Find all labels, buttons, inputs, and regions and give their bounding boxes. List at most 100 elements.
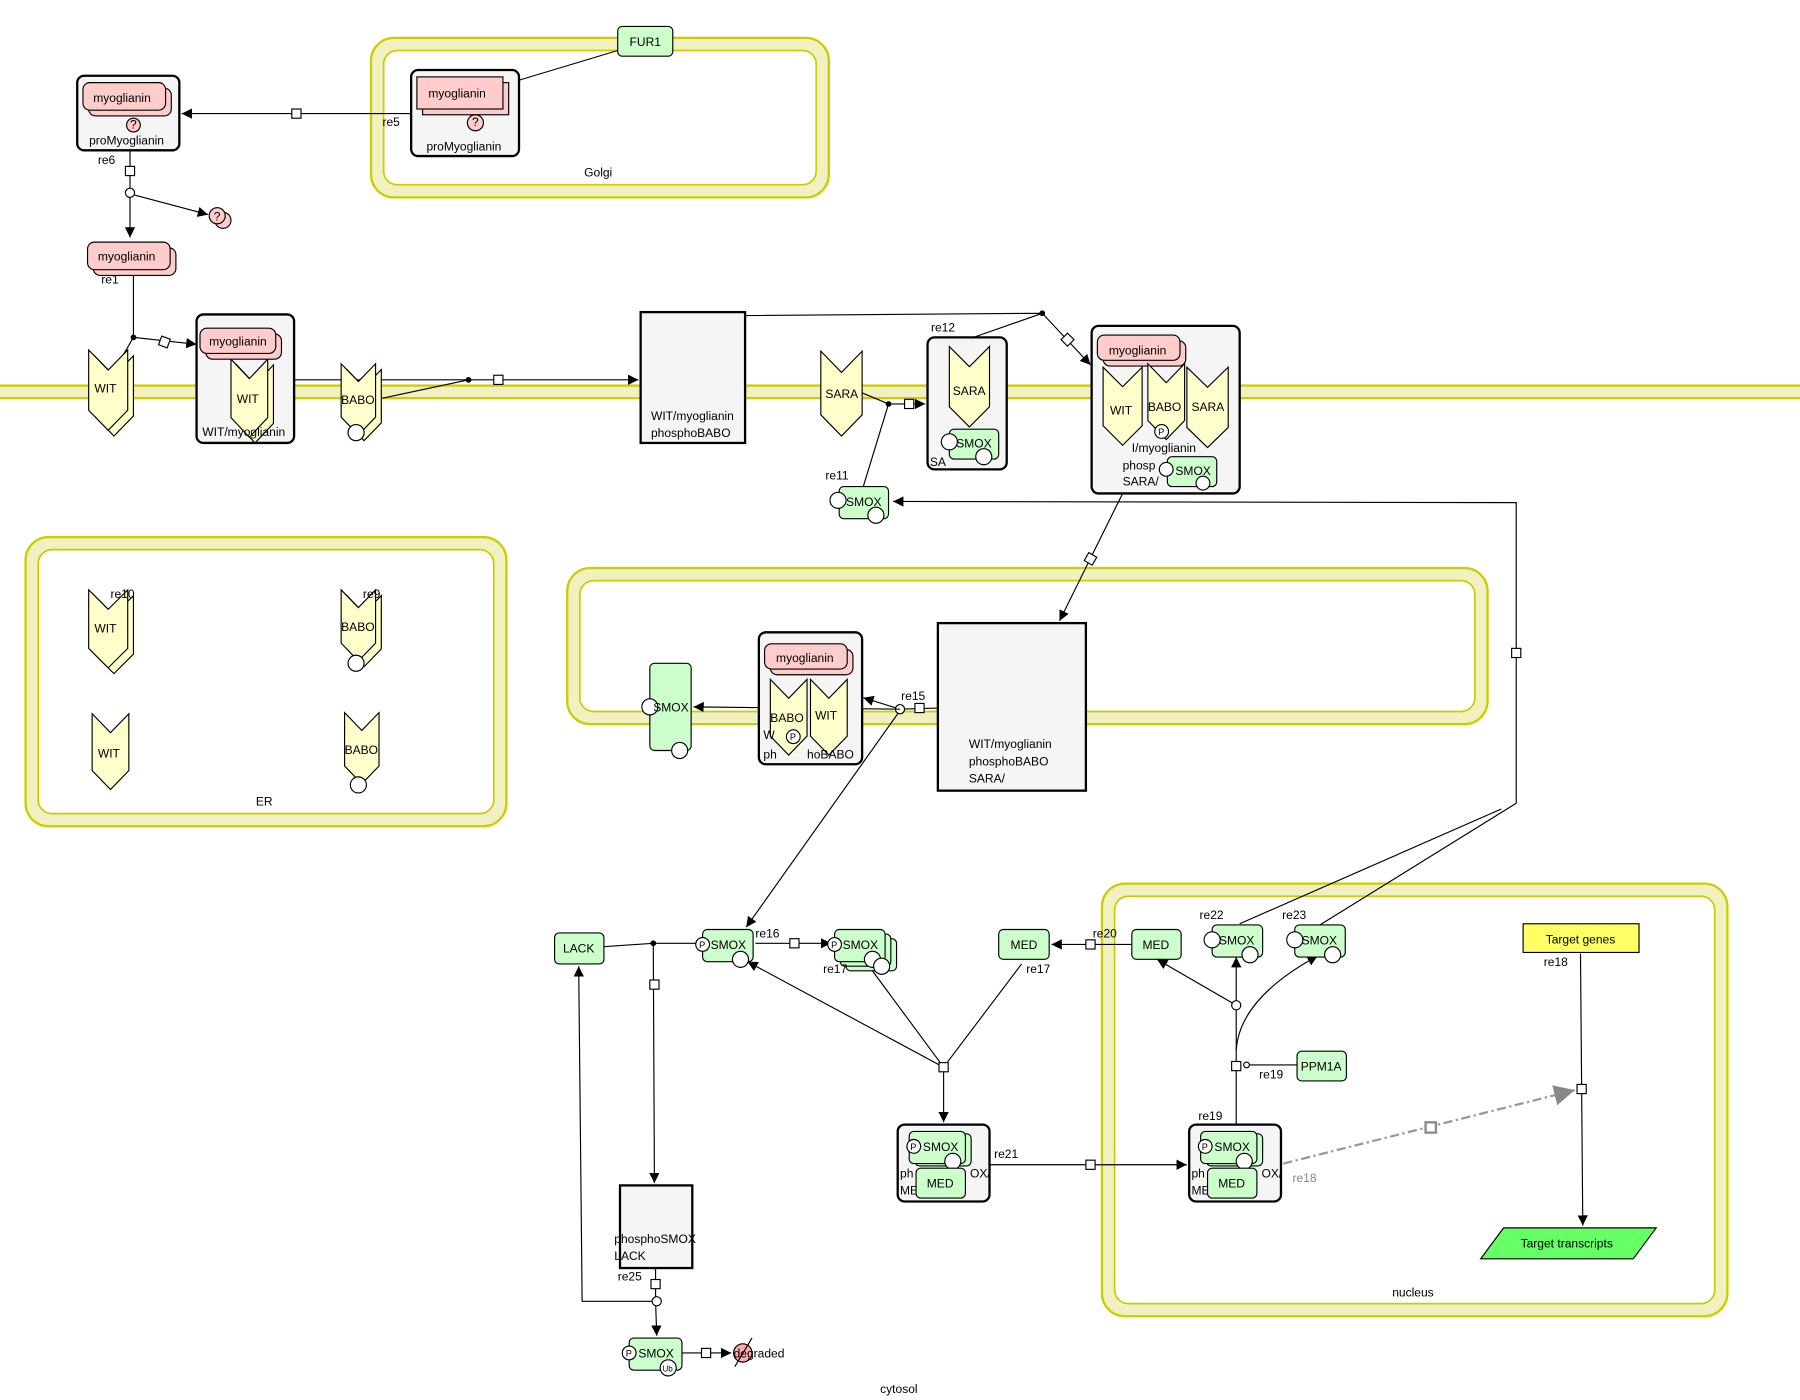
target-transcripts[interactable]: Target transcripts xyxy=(1479,1227,1658,1260)
compartment-label: ER xyxy=(256,795,273,809)
label: re17 xyxy=(823,962,847,976)
label: P xyxy=(831,940,837,950)
wit-er-precursor[interactable]: WIT xyxy=(91,712,130,791)
label: hoBABO xyxy=(807,748,854,762)
label: SARA/ xyxy=(1123,474,1160,488)
label: re6 xyxy=(98,153,116,167)
label: SARA xyxy=(1191,400,1224,414)
label: phosphoSMOX xyxy=(614,1232,696,1246)
label: SMOX xyxy=(711,938,746,952)
label: SMOX xyxy=(956,437,991,451)
med-cytosol[interactable]: MED xyxy=(998,928,1050,960)
complex-promyoglianin-golgi[interactable]: myoglianin ? proMyoglianin xyxy=(410,68,521,158)
label: W xyxy=(763,728,775,742)
degraded[interactable]: degraded xyxy=(733,1337,785,1368)
label: re11 xyxy=(825,469,848,483)
label: WIT xyxy=(94,621,117,635)
lack[interactable]: LACK xyxy=(554,932,605,965)
reaction-labels: re5 re6 re1 re10 re9 re12 re11 re15 re16… xyxy=(98,115,1568,1283)
receptor-shape xyxy=(1186,365,1229,449)
label: BABO xyxy=(341,393,374,407)
complex-promyoglianin[interactable]: myoglianin ? proMyoglianin xyxy=(76,74,181,152)
receptor-shape xyxy=(1147,362,1186,441)
complex-wit-myoglianin-phosphobabo[interactable]: WIT/myoglianin phosphoBABO xyxy=(639,310,747,445)
label: SMOX xyxy=(1219,933,1254,947)
fur1[interactable]: FUR1 xyxy=(617,25,674,57)
sara-receptor[interactable]: SARA xyxy=(820,349,863,437)
label: I/myoglianin xyxy=(1132,441,1196,455)
complex-wit-myoglianin-phosphobabo-sara[interactable]: WIT/myoglianin phosphoBABO SARA/ xyxy=(936,621,1088,792)
label: re23 xyxy=(1282,908,1306,922)
label: Ub xyxy=(662,1364,673,1373)
label: P xyxy=(626,1348,632,1358)
label: ph xyxy=(1191,1166,1204,1180)
phospho-smox[interactable]: P SMOX xyxy=(695,928,754,968)
label: phosp xyxy=(1123,458,1156,472)
label: re1 xyxy=(101,272,119,286)
label: re25 xyxy=(618,1270,642,1284)
label: myoglianin xyxy=(209,334,267,348)
label: myoglianin xyxy=(428,87,486,101)
compartment-label-cytosol: cytosol xyxy=(880,1382,917,1396)
receptor-shape xyxy=(948,345,991,428)
label: myoglianin xyxy=(1109,344,1167,358)
complex-sara-smox[interactable]: SARA SMOX SA xyxy=(926,336,1008,471)
label: re17 xyxy=(1026,962,1050,976)
unknown-fragment[interactable]: ? xyxy=(208,207,232,229)
label: WIT/myoglianin xyxy=(969,737,1052,751)
label: re19 xyxy=(1259,1068,1283,1082)
label: ME xyxy=(900,1184,918,1198)
label: proMyoglianin xyxy=(426,139,501,153)
complex-wit-myoglianin-phosphobabo-sara-smox[interactable]: myoglianin WIT BABO SARA P I/myoglianinp… xyxy=(1090,324,1241,495)
smox-re11[interactable]: SMOX xyxy=(829,485,890,524)
babo-receptor-membrane[interactable]: BABO xyxy=(340,362,382,442)
med-nucleus[interactable]: MED xyxy=(1131,928,1182,960)
smox-nucleus-re22[interactable]: SMOX xyxy=(1203,924,1264,964)
babo-er-precursor[interactable]: BABO xyxy=(344,711,380,794)
label: MED xyxy=(1143,938,1170,952)
label: re12 xyxy=(931,321,955,335)
label: P xyxy=(699,940,705,950)
label: OX/ xyxy=(970,1166,991,1180)
label: re5 xyxy=(382,115,400,129)
label: myoglianin xyxy=(98,249,156,263)
smox-endosome[interactable]: SMOX xyxy=(641,662,692,760)
label: MED xyxy=(1218,1177,1245,1191)
label: ? xyxy=(130,118,137,132)
receptor-shape xyxy=(344,711,380,785)
babo-er[interactable]: BABO xyxy=(340,588,382,672)
label: SARA xyxy=(953,384,986,398)
label: myoglianin xyxy=(776,651,834,665)
complex-wit-myoglianin[interactable]: myoglianin WIT WIT/myoglianin xyxy=(195,313,296,445)
label: WIT xyxy=(98,746,121,760)
wit-er[interactable]: WIT xyxy=(88,588,135,675)
label: ? xyxy=(472,115,479,129)
label: re18 xyxy=(1544,955,1568,969)
myoglianin[interactable]: myoglianin xyxy=(86,241,177,276)
label: phosphoBABO xyxy=(969,754,1049,768)
label: ? xyxy=(214,209,221,223)
wit-receptor-membrane[interactable]: WIT xyxy=(88,348,135,437)
smox-nucleus-re23[interactable]: SMOX xyxy=(1286,924,1346,964)
label: P xyxy=(1202,1142,1208,1152)
label: WIT/myoglianin xyxy=(651,409,734,423)
label: phosphoBABO xyxy=(651,426,731,440)
ppm1a[interactable]: PPM1A xyxy=(1296,1050,1347,1082)
compartment-label: nucleus xyxy=(1392,1286,1433,1300)
label: SMOX xyxy=(653,700,688,714)
label: WIT/myoglianin xyxy=(202,425,285,439)
label: re18 xyxy=(1292,1171,1316,1185)
target-genes[interactable]: Target genes xyxy=(1522,923,1640,954)
label: WIT xyxy=(1110,403,1133,417)
label: Target transcripts xyxy=(1521,1236,1613,1250)
label: SA xyxy=(930,455,946,469)
compartment-er[interactable]: ER xyxy=(24,535,508,828)
label: SARA/ xyxy=(969,772,1006,786)
label: OX/ xyxy=(1261,1166,1282,1180)
